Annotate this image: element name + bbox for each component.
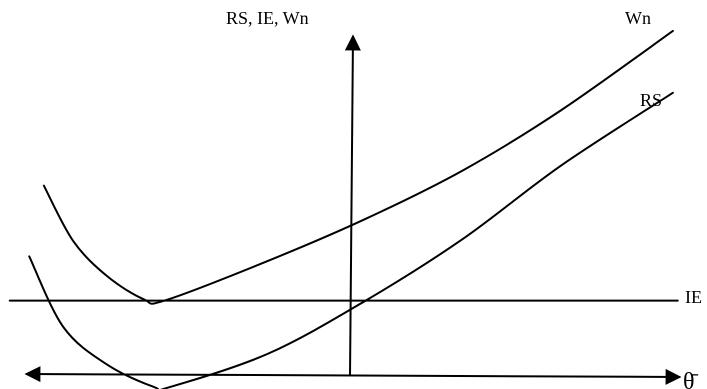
y-axis-label: RS, IE, Wn [226, 8, 309, 28]
series-layer [8, 29, 679, 389]
series-label-rs: RS [640, 90, 662, 110]
x-axis [24, 366, 682, 385]
y-axis [344, 34, 361, 377]
series-line-wn [42, 29, 674, 305]
series-label-ie: IE [685, 287, 702, 307]
series-label-wn: Wn [625, 8, 651, 28]
series-line-rs [28, 91, 674, 389]
x-axis-label: θ̄ [683, 369, 698, 389]
